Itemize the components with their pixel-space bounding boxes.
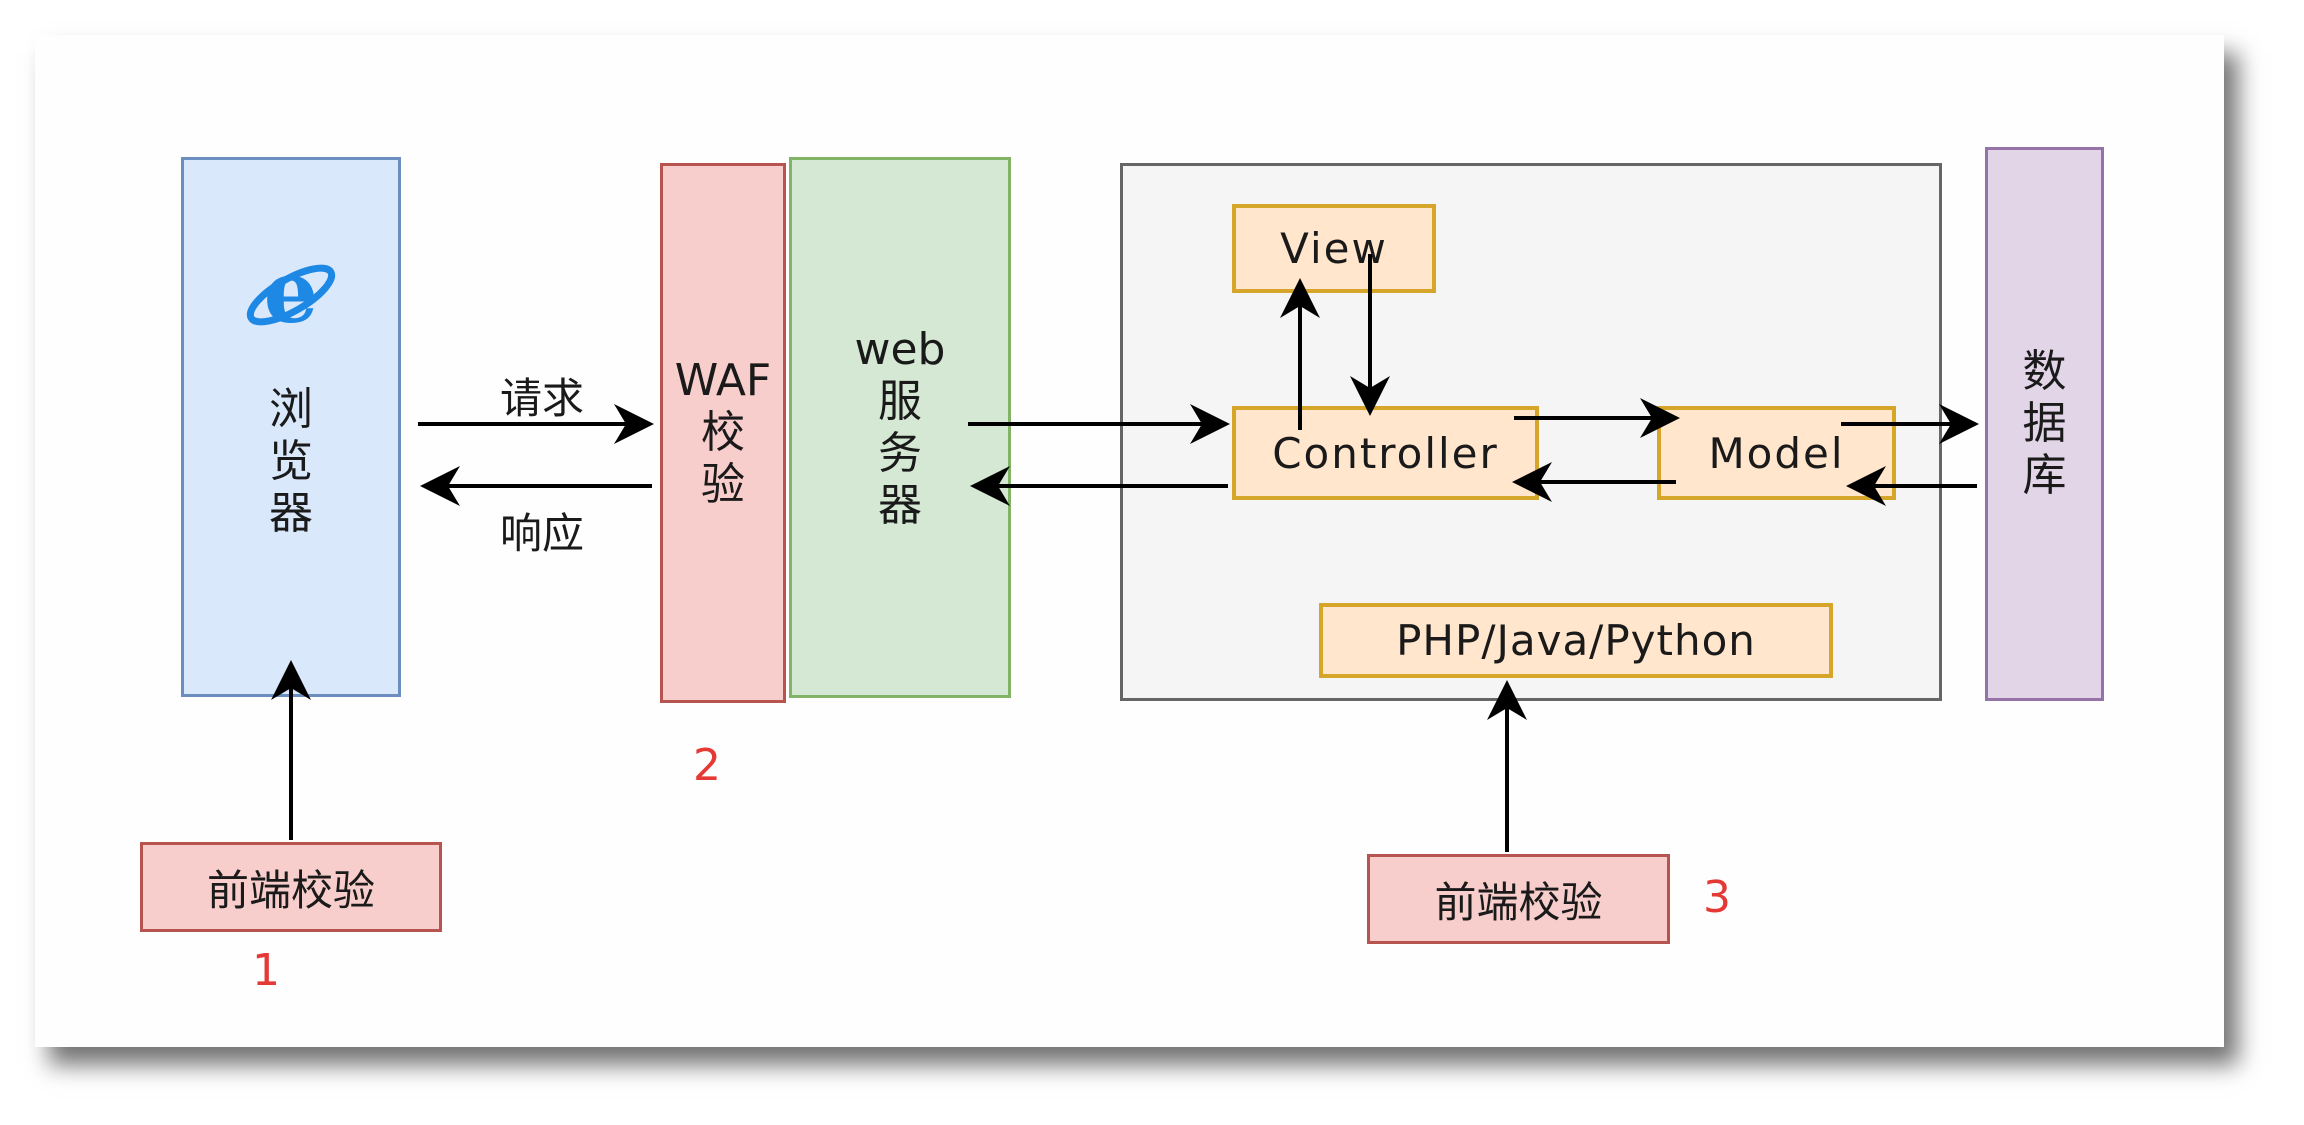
waf-number: 2: [693, 740, 721, 791]
database-box: 数 据 库: [1985, 147, 2104, 701]
ie-browser-icon: e: [241, 242, 341, 344]
waf-box: WAF 校 验: [660, 163, 786, 703]
view-box: View: [1232, 204, 1436, 293]
frontend-check-1-number: 1: [252, 945, 280, 996]
language-box: PHP/Java/Python: [1319, 603, 1833, 678]
request-label: 请求: [500, 374, 585, 423]
web-server-box: web 服 务 器: [789, 157, 1011, 698]
browser-label: 浏 览 器: [269, 384, 313, 539]
controller-box: Controller: [1232, 406, 1539, 500]
browser-box: e 浏 览 器: [181, 157, 401, 697]
frontend-check-3: 前端校验: [1367, 854, 1670, 944]
frontend-check-3-number: 3: [1703, 872, 1731, 923]
response-label: 响应: [500, 509, 585, 558]
frontend-check-1: 前端校验: [140, 842, 442, 932]
svg-text:e: e: [264, 250, 319, 340]
